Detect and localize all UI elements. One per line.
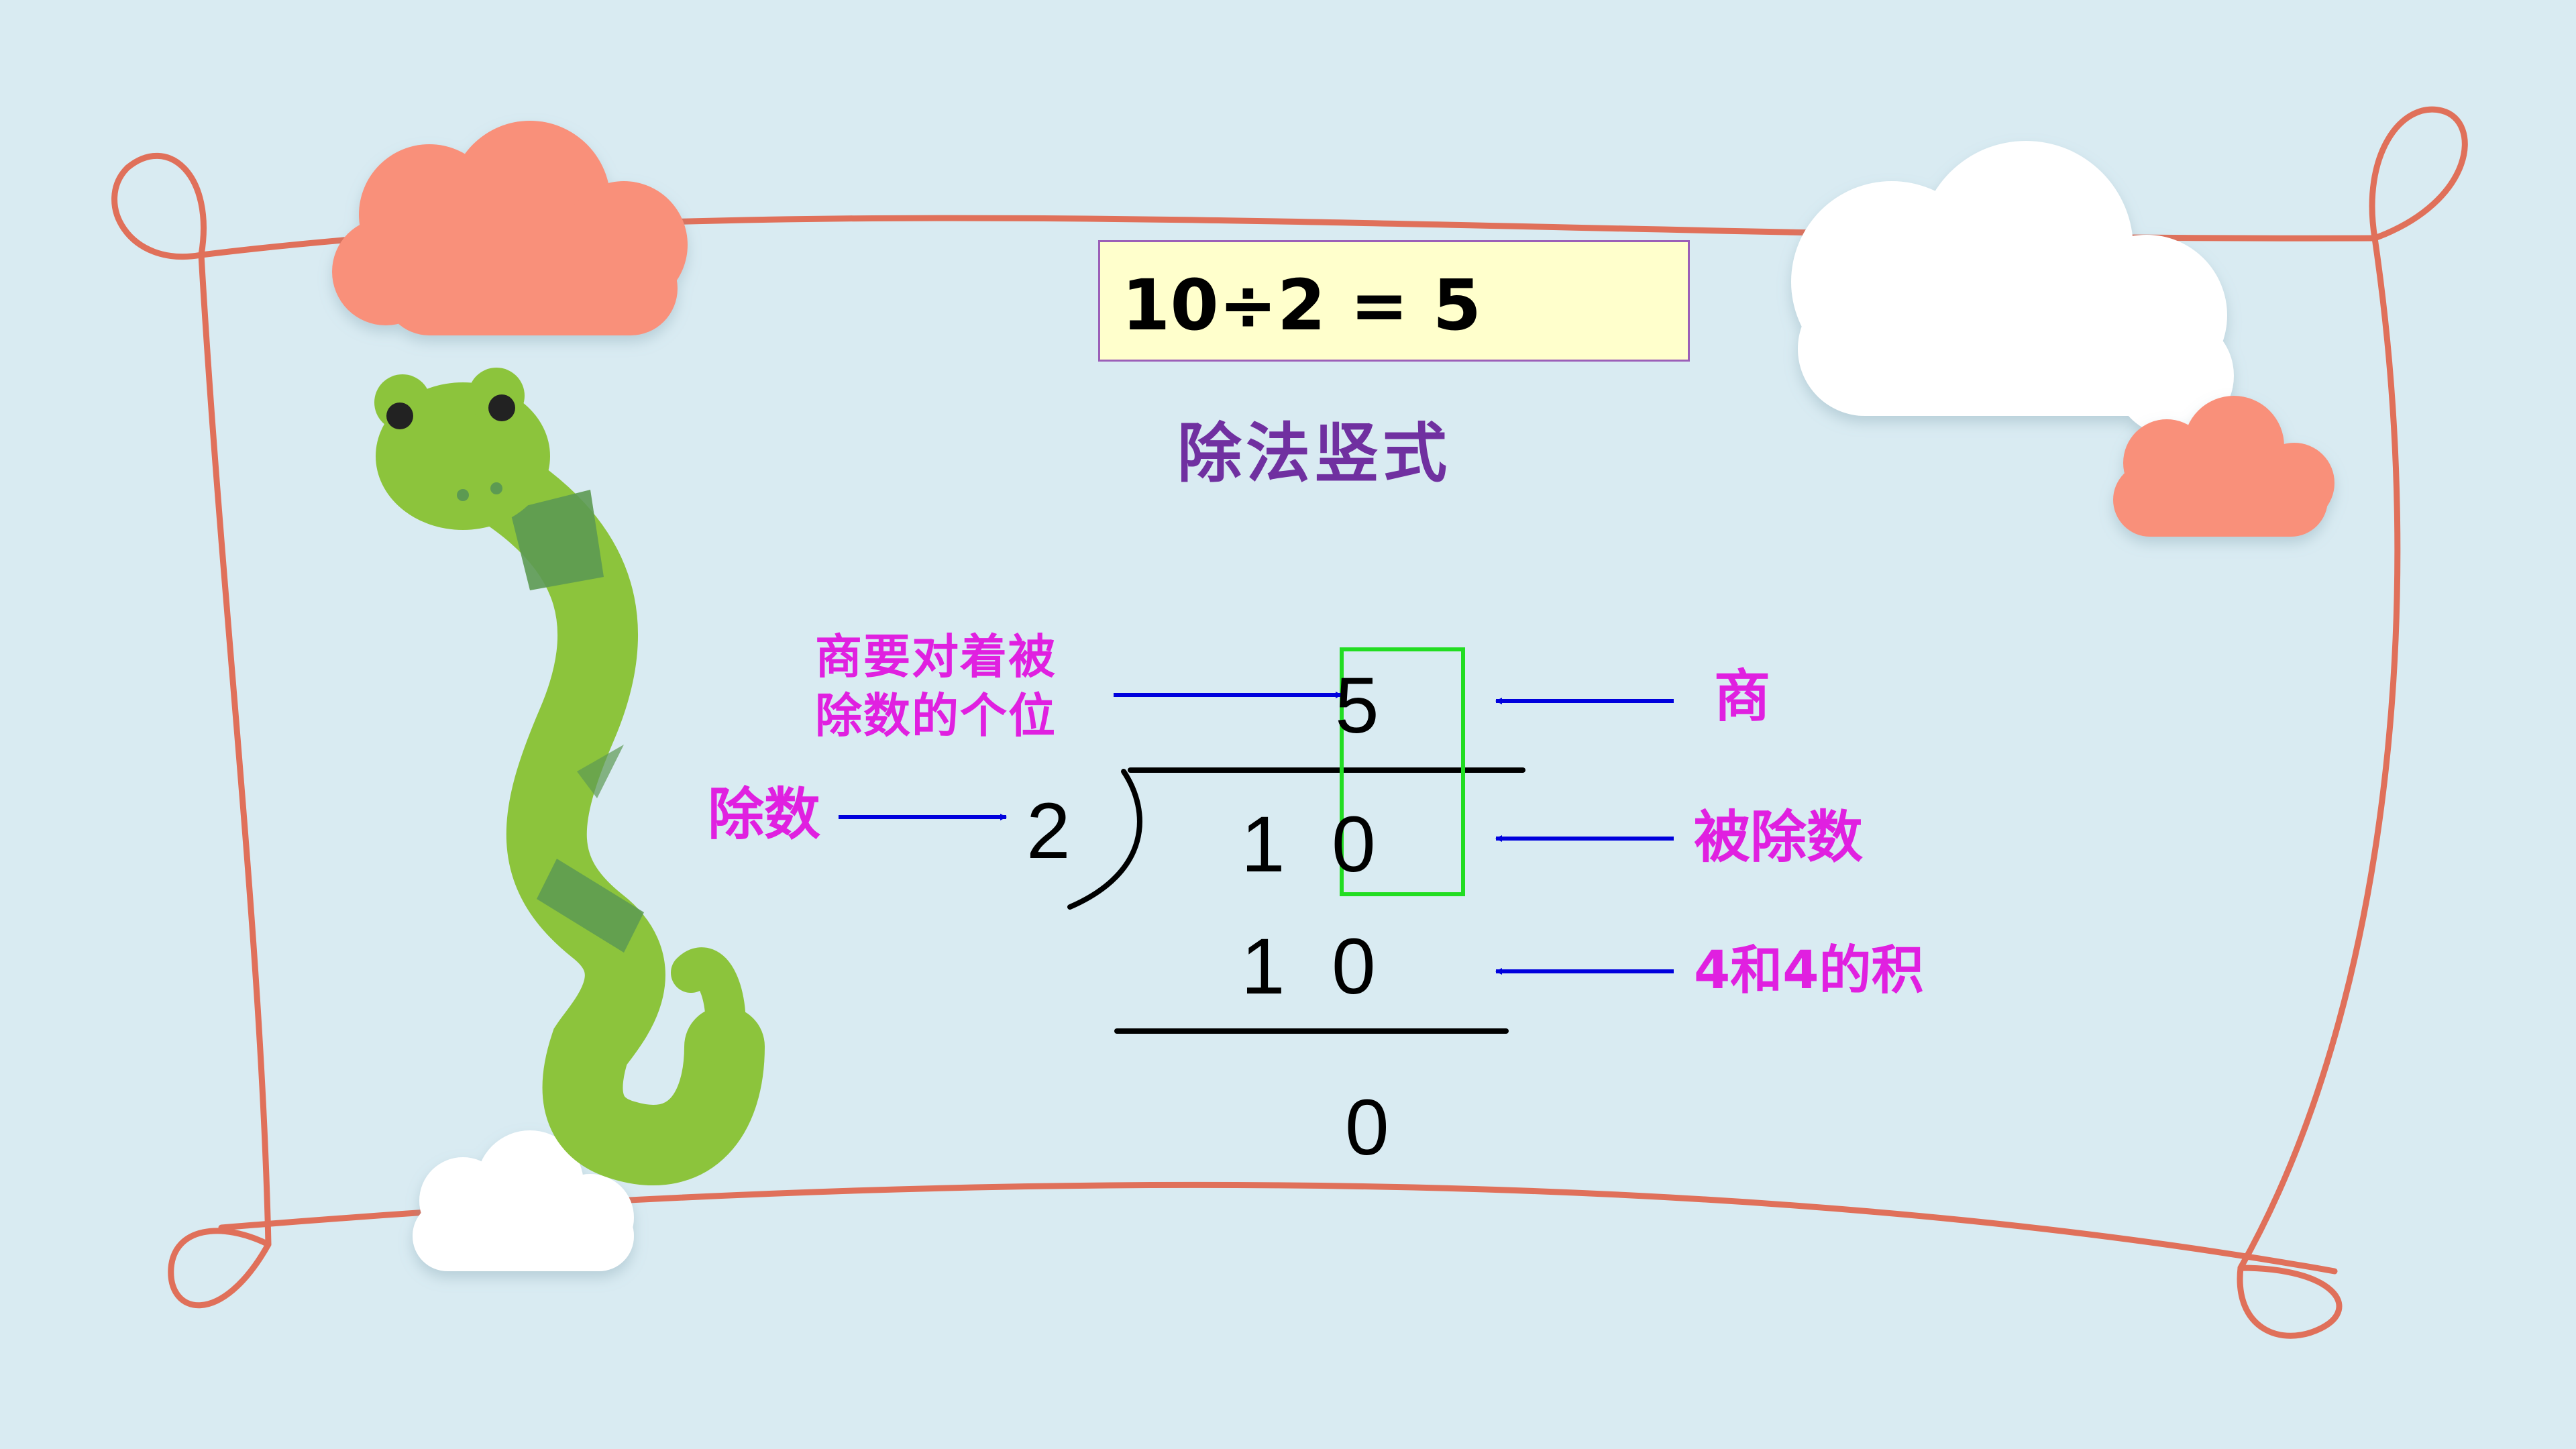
divisor-digit: 2 [1026, 787, 1071, 875]
long-division-lines [1067, 767, 1525, 1034]
dividend-label: 被除数 [1694, 804, 1864, 870]
equation-text: 10÷2 = 5 [1122, 264, 1482, 346]
cloud-white-top-right [1791, 141, 2234, 436]
remainder-digit: 0 [1345, 1083, 1389, 1172]
equation-box: 10÷2 = 5 [1098, 240, 1690, 362]
product-ones-digit: 0 [1332, 922, 1376, 1011]
product-tens-digit: 1 [1241, 922, 1285, 1011]
quotient-digit: 5 [1335, 661, 1379, 750]
ones-column-highlight [1340, 647, 1465, 896]
dividend-tens-digit: 1 [1241, 800, 1285, 889]
quotient-alignment-note: 商要对着被除数的个位 [815, 629, 1057, 743]
dividend-ones-digit: 0 [1332, 800, 1376, 889]
cloud-salmon-right [2113, 396, 2334, 537]
snake-illustration [374, 368, 765, 1185]
divisor-label: 除数 [708, 782, 821, 847]
cloud-white-bottom-left [413, 1130, 634, 1271]
cloud-salmon-top-left [332, 121, 688, 335]
quotient-label: 商 [1714, 663, 1771, 729]
section-title: 除法竖式 [1177, 416, 1451, 491]
product-label: 4和4的积 [1694, 941, 1924, 1001]
label-arrows [839, 692, 1674, 975]
